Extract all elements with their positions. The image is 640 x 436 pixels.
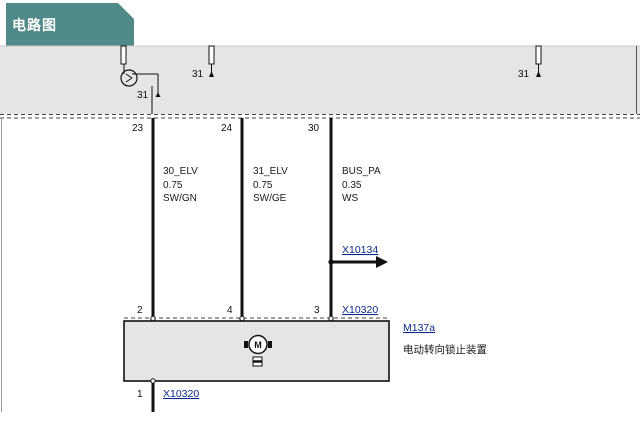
pin-module-3: 3 [314, 305, 320, 316]
wire-3-color: WS [342, 193, 358, 204]
module-name: 电动转向锁止装置 [403, 343, 487, 356]
ground-label-left: 31 [137, 90, 149, 101]
ground-symbol-right [535, 45, 542, 77]
ground-label-middle: 31 [192, 69, 204, 80]
pin-top-24: 24 [221, 123, 233, 134]
branch-arrow-icon [376, 256, 388, 268]
wire-3-name: BUS_PA [342, 166, 381, 177]
pin-module-4: 4 [227, 305, 233, 316]
wire-1-size: 0.75 [163, 180, 183, 191]
pin-1-terminal [150, 378, 156, 384]
pin-3-terminal [328, 315, 334, 322]
ground-symbol-middle [208, 45, 215, 77]
wire-2-color: SW/GE [253, 193, 287, 204]
wire-1-name: 30_ELV [163, 166, 198, 177]
wire-3-size: 0.35 [342, 180, 362, 191]
connector-x10320-bottom-link[interactable]: X10320 [163, 388, 199, 400]
motor-symbol-label: M [254, 340, 262, 350]
pin-4-terminal [239, 315, 245, 322]
diagram-tab[interactable]: 电路图 [6, 3, 134, 46]
wire-2-size: 0.75 [253, 180, 273, 191]
pin-module-2: 2 [137, 305, 143, 316]
pin-2-terminal [150, 315, 156, 322]
connector-x10134-link[interactable]: X10134 [342, 244, 378, 256]
connector-x10320-link[interactable]: X10320 [342, 304, 378, 316]
ground-label-right: 31 [518, 69, 530, 80]
wire-1-color: SW/GN [163, 193, 197, 204]
motor-icon [244, 334, 272, 367]
tab-label: 电路图 [12, 17, 57, 33]
pin-bottom-1: 1 [137, 389, 143, 400]
pin-top-30: 30 [308, 123, 320, 134]
control-unit-panel [0, 46, 640, 114]
transistor-symbol [120, 45, 161, 114]
wire-2-name: 31_ELV [253, 166, 288, 177]
pin-top-23: 23 [132, 123, 144, 134]
module-id-link[interactable]: M137a [403, 322, 435, 334]
